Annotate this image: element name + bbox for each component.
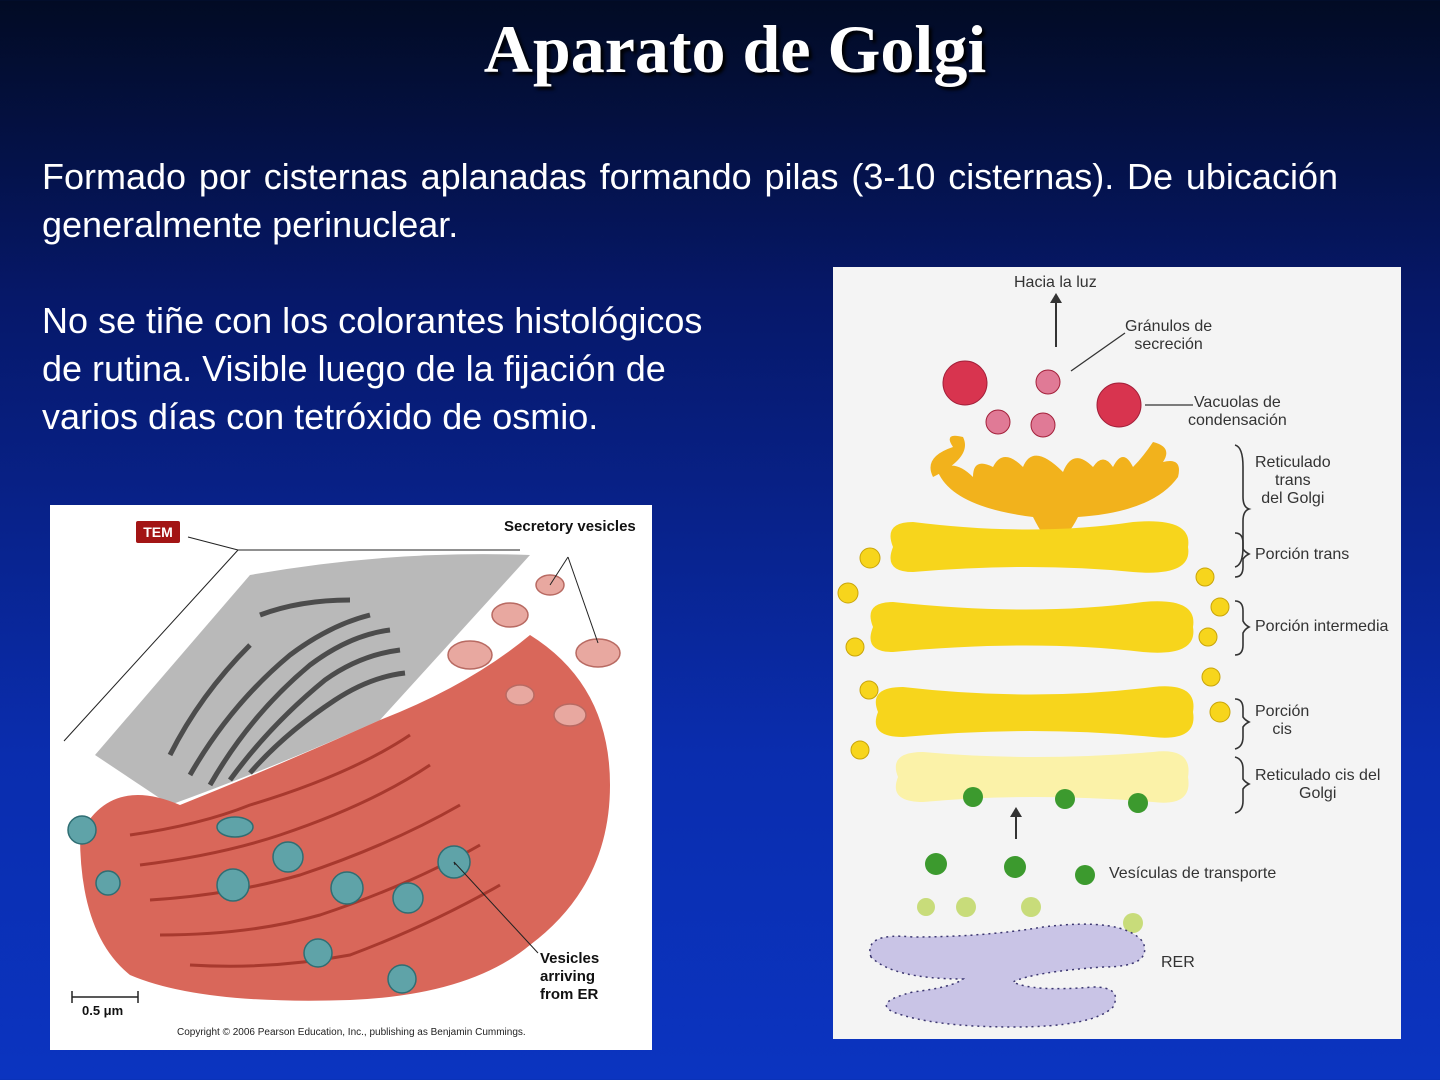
staining-paragraph: No se tiñe con los colorantes histológic… [42,300,703,437]
porcion-intermedia-label: Porción intermedia [1255,618,1389,635]
reticulado-cis-line1: Reticulado cis del [1255,767,1381,784]
porcion-cis-line2: cis [1272,721,1292,738]
tem-badge: TEM [136,521,180,543]
vesicles-arriving-line2: arriving [540,968,596,985]
secretory-vesicles-label: Secretory vesicles [504,518,636,535]
reticulado-trans-label: Reticulado trans del Golgi [1255,454,1331,508]
trans-reticulum [930,435,1179,547]
golgi-body [80,635,610,1001]
intro-paragraph: Formado por cisternas aplanadas formando… [42,156,1338,245]
reticulado-trans-line3: del Golgi [1261,490,1325,507]
golgi-tem-illustration: TEM Secretory vesicles Vesicles arriving… [50,505,652,1050]
tem-section [95,554,530,805]
cis-reticulum [895,751,1189,803]
vesicles-arriving-label: Vesicles arriving from ER [540,950,599,1004]
reticulado-trans-line1: Reticulado [1255,454,1331,471]
vesicles-arriving-line1: Vesicles [540,950,600,967]
copyright-text: Copyright © 2006 Pearson Education, Inc.… [177,1027,526,1038]
vacuolas-label: Vacuolas de condensación [1188,394,1287,430]
rer-label: RER [1161,954,1195,971]
golgi-schematic-drawing [837,293,1252,1028]
hacia-la-luz-label: Hacia la luz [1014,274,1097,291]
golgi-schematic-diagram: Hacia la luz Gránulos de secreción Vacuo… [833,267,1401,1039]
granulos-line2: secreción [1134,336,1203,353]
golgi-3d-drawing [63,536,621,1003]
intermediate-cisterna [870,601,1194,653]
porcion-cis-line1: Porción [1255,703,1310,720]
cis-cisterna [875,686,1194,738]
vesicles-arriving-line3: from ER [540,986,599,1003]
scale-label: 0.5 μm [82,1003,124,1018]
granulos-label: Gránulos de secreción [1125,318,1212,354]
vacuolas-line1: Vacuolas de [1193,394,1281,411]
reticulado-cis-label: Reticulado cis del Golgi [1255,767,1380,803]
vesiculas-transporte-label: Vesículas de transporte [1109,865,1277,882]
porcion-trans-label: Porción trans [1255,546,1350,563]
porcion-cis-label: Porción cis [1255,703,1309,739]
granulos-line1: Gránulos de [1125,318,1213,335]
rer-membrane [869,923,1146,1028]
trans-cisterna [890,521,1189,573]
vacuolas-line2: condensación [1188,412,1287,429]
reticulado-trans-line2: trans [1275,472,1311,489]
reticulado-cis-line2: Golgi [1299,785,1337,802]
slide-title: Aparato de Golgi [483,11,987,87]
